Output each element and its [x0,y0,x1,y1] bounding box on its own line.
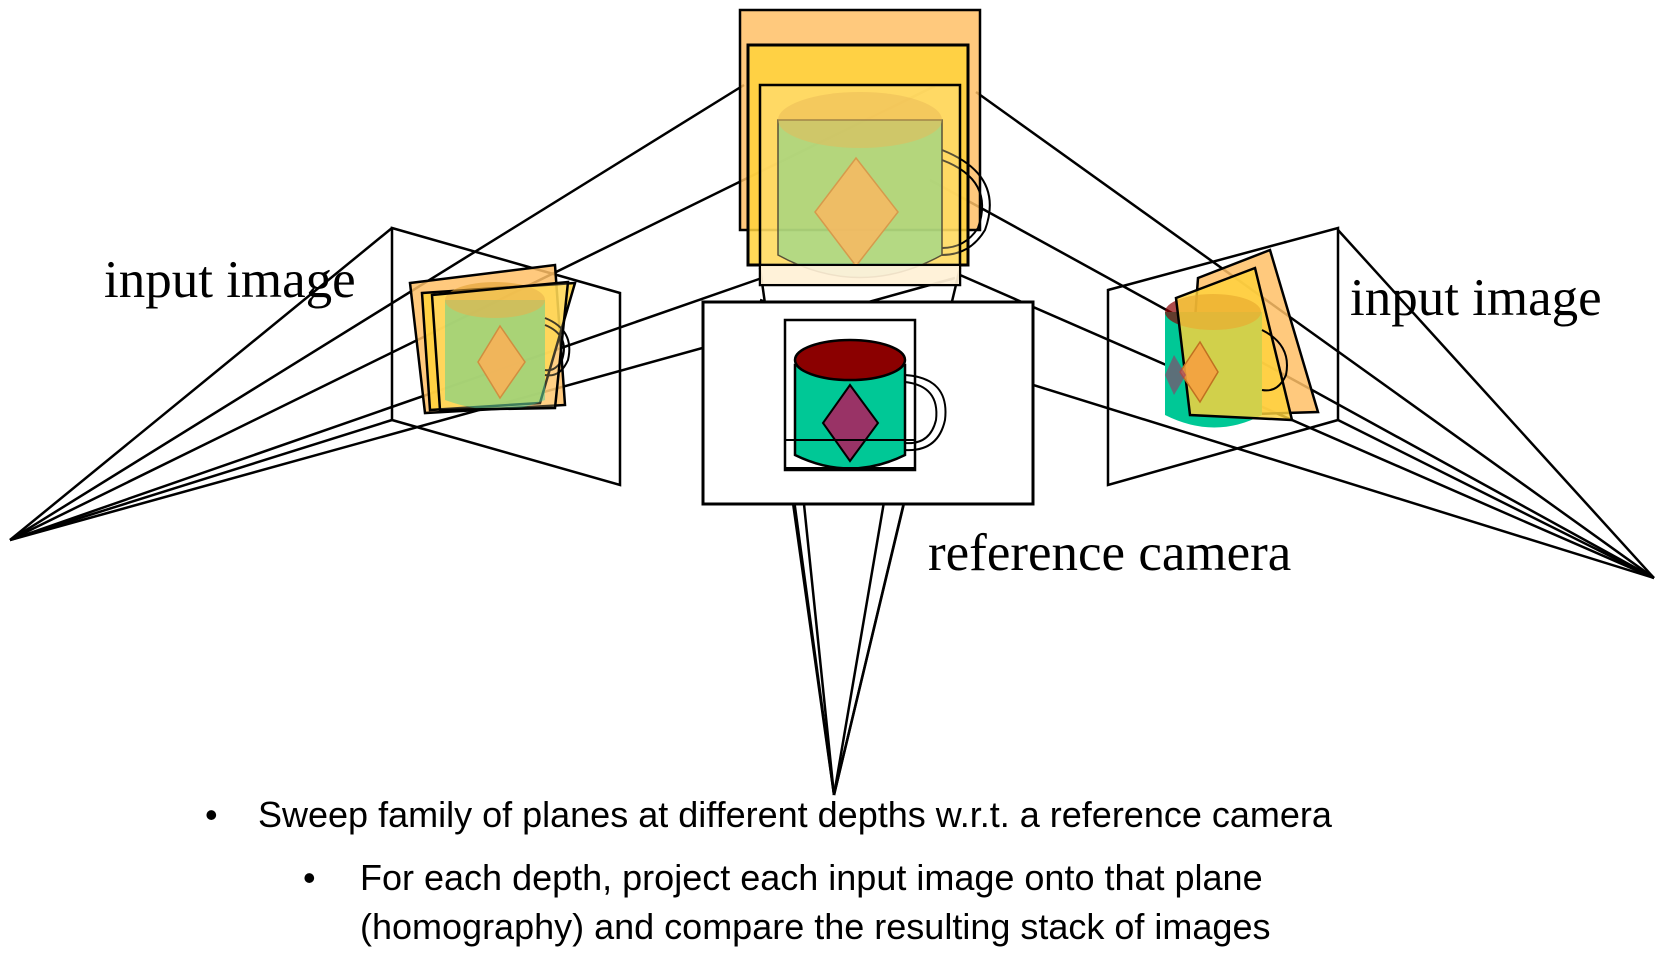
bullet-text: For each depth, project each input image… [360,857,1271,947]
right-image-frame [1106,226,1340,487]
sweep-plane-stack [738,8,991,287]
bullet-symbol: • [205,794,218,835]
label-input-image-right: input image [1350,269,1602,327]
left-input-image [390,226,622,487]
reference-camera-image [701,300,1035,506]
bullet-item-1: • Sweep family of planes at different de… [205,790,1332,839]
sweep-plane-base [759,264,961,286]
left-projected-diamond [477,324,526,400]
right-projected-diamond [1179,340,1219,404]
label-reference-camera: reference camera [928,524,1291,582]
reference-mug-diamond [821,383,880,463]
right-projected-diamond-red [1165,355,1186,395]
bullet-symbol: • [303,857,316,898]
sweep-plane-front [758,83,962,287]
label-input-image-left: input image [104,251,356,309]
bullet-text: Sweep family of planes at different dept… [258,794,1332,835]
reference-mug-rim [793,338,907,382]
bullet-item-2: • For each depth, project each input ima… [303,853,1420,951]
right-input-image [1106,226,1340,487]
